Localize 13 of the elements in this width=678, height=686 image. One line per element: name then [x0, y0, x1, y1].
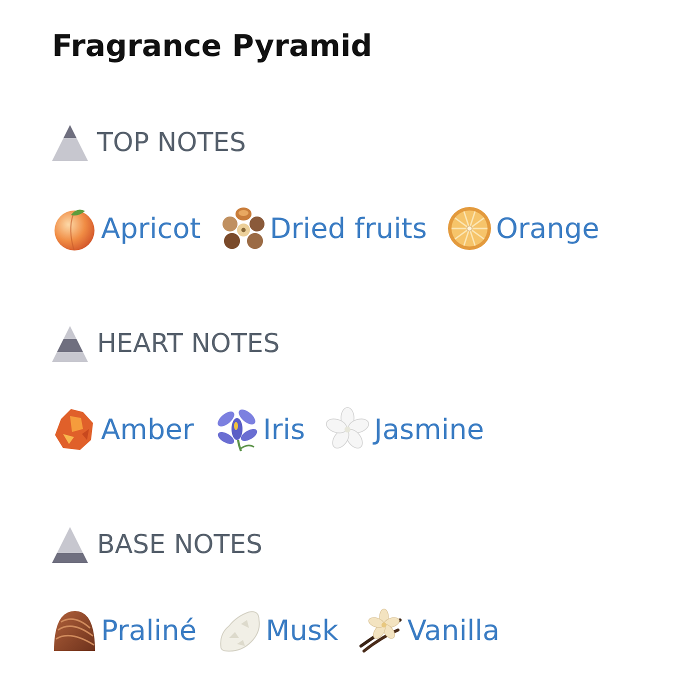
- note-name: Amber: [101, 412, 194, 446]
- note-name: Apricot: [101, 212, 201, 246]
- note-name: Iris: [262, 412, 306, 446]
- note-name: Vanilla: [407, 614, 500, 648]
- note-name: Dried fruits: [270, 212, 427, 246]
- section-heading: TOP NOTES: [97, 127, 246, 159]
- note-name: Jasmine: [374, 412, 484, 446]
- note-name: Musk: [266, 614, 338, 648]
- section-heading: HEART NOTES: [97, 328, 280, 360]
- section-heading: BASE NOTES: [97, 529, 263, 561]
- title: Fragrance Pyramid: [52, 29, 372, 65]
- note-name: Orange: [496, 212, 600, 246]
- note-name: Praliné: [101, 614, 197, 648]
